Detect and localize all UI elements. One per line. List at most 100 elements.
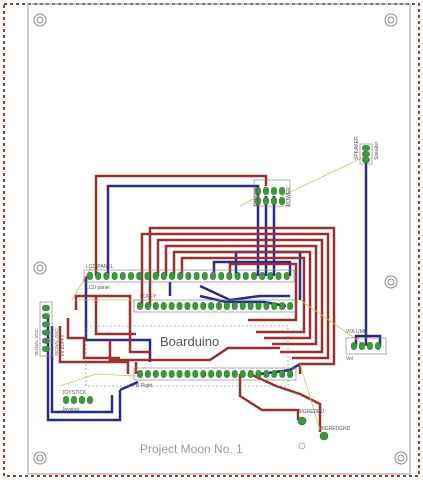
lcd-header-pad — [103, 272, 110, 280]
power-pad — [271, 187, 277, 195]
lcd-header-pad — [169, 272, 175, 280]
boarduino-bottom-pad — [152, 370, 159, 378]
boarduino-bottom-pad — [279, 370, 286, 378]
boarduino-top-pad — [231, 302, 238, 310]
lcd-header-pad — [259, 272, 266, 280]
boarduino-bottom-pad — [145, 370, 151, 378]
signal-header-pad — [42, 337, 50, 344]
volume-pad — [359, 342, 365, 350]
dashed-outline — [3, 3, 420, 477]
boarduino-top-pad — [224, 302, 230, 310]
boarduino-bottom-pad — [208, 370, 214, 378]
power-pad — [263, 187, 269, 195]
power-pad — [255, 197, 261, 205]
boarduino-top-pad — [160, 302, 167, 310]
lcd-header-pad — [275, 272, 282, 280]
boarduino-bottom-pad — [287, 370, 293, 378]
boarduino-top-pad — [239, 302, 246, 310]
joystick-pad — [63, 396, 69, 404]
boarduino-bottom-pad — [263, 370, 270, 378]
bigredgnd-label: BIGREDGND — [320, 426, 351, 432]
airwires — [59, 155, 367, 431]
signal-header-pad — [42, 321, 50, 328]
lcd-header-pad — [144, 272, 151, 280]
via-lower — [298, 442, 306, 450]
boarduino-bottom-pad — [239, 370, 246, 378]
lcd-header-pad — [111, 272, 118, 280]
silkscreen — [39, 143, 387, 387]
speaker-sub-label: Speaker — [374, 141, 380, 160]
lcd-header-pad — [210, 272, 216, 280]
boarduino-top-pad — [184, 302, 191, 310]
boarduino-bottom-pad — [200, 370, 207, 378]
speaker-label: SPEAKER — [354, 136, 360, 160]
via-bigredgnd — [319, 431, 329, 441]
boarduino-bottom-pad — [231, 370, 238, 378]
lcd-panel-label: LCD PANEL — [86, 264, 114, 270]
lcd-header-pad — [152, 272, 159, 280]
lcd-header-pad — [160, 272, 167, 280]
volume-pad — [375, 342, 381, 350]
b-right-label: B Right — [136, 383, 153, 389]
lcd-header-pad — [185, 272, 192, 280]
lcd-header-pad — [177, 272, 184, 280]
joystick-label: JOYSTICK — [62, 390, 87, 396]
speaker-pad — [362, 145, 370, 151]
speaker-pad — [362, 157, 370, 163]
lcd-header-pad — [242, 272, 249, 280]
joystick-sub-label: Joystick — [62, 407, 80, 413]
project-title: Project Moon No. 1 — [140, 442, 243, 456]
boarduino-top-pad — [279, 302, 286, 310]
boarduino-top-pad — [176, 302, 183, 310]
mounting-holes — [33, 13, 408, 465]
bigredeu-label: BIGREDEU — [298, 409, 325, 415]
boarduino-top-pad — [145, 302, 151, 310]
boarduino-bottom-pad — [168, 370, 175, 378]
buffy-label: BUFFY — [140, 294, 157, 300]
boarduino-top-pad — [200, 302, 207, 310]
lcd-header-pad — [119, 272, 126, 280]
via-bigredeu — [297, 416, 307, 426]
boarduino-top-pad — [287, 302, 293, 310]
signal-header-pad — [42, 305, 50, 311]
power-sub-label: POWER — [286, 187, 292, 206]
volume-pad — [351, 342, 357, 350]
lcd-header-pad — [283, 272, 290, 280]
signal-vcc-label: SIGNAL VCC — [34, 328, 39, 356]
power-pad — [255, 187, 261, 195]
boarduino-top-pad — [192, 302, 199, 310]
lcd-header-pad — [193, 272, 200, 280]
pads — [42, 145, 381, 404]
boarduino-top-pad — [263, 302, 270, 310]
boarduino-bottom-pad — [192, 370, 199, 378]
power-pad — [279, 197, 285, 205]
power-pad — [263, 197, 269, 205]
joystick-pad — [87, 396, 93, 404]
boarduino-top-pad — [216, 302, 222, 310]
power-pad — [279, 187, 285, 195]
boarduino-top-pad — [208, 302, 214, 310]
power-pad — [271, 197, 277, 205]
signal-5v-label: 5V BUFFY — [60, 334, 65, 356]
boarduino-bottom-pad — [271, 370, 278, 378]
lcd-header-pad — [218, 272, 225, 280]
boarduino-top-pad — [168, 302, 175, 310]
lcd-header-pad — [201, 272, 208, 280]
lcd-header-pad — [226, 272, 233, 280]
lcd-header-pad — [234, 272, 241, 280]
lcd-header-pad — [95, 272, 102, 280]
speaker-pad — [362, 151, 370, 157]
lcd-header-pad — [251, 272, 257, 280]
volume-sub-label: Vol — [346, 356, 353, 362]
boarduino-top-pad — [247, 302, 254, 310]
power-label: POWER — [254, 187, 260, 206]
signal-gnd-label: SIGNAL GND — [54, 328, 59, 356]
lcd-header-pad — [87, 272, 93, 280]
joystick-pad — [71, 396, 77, 404]
boarduino-bottom-pad — [137, 370, 143, 378]
board-outline — [27, 3, 411, 475]
volume-pad — [367, 342, 373, 350]
lcd-header-pad — [136, 272, 143, 280]
signal-header-pad — [42, 346, 50, 352]
